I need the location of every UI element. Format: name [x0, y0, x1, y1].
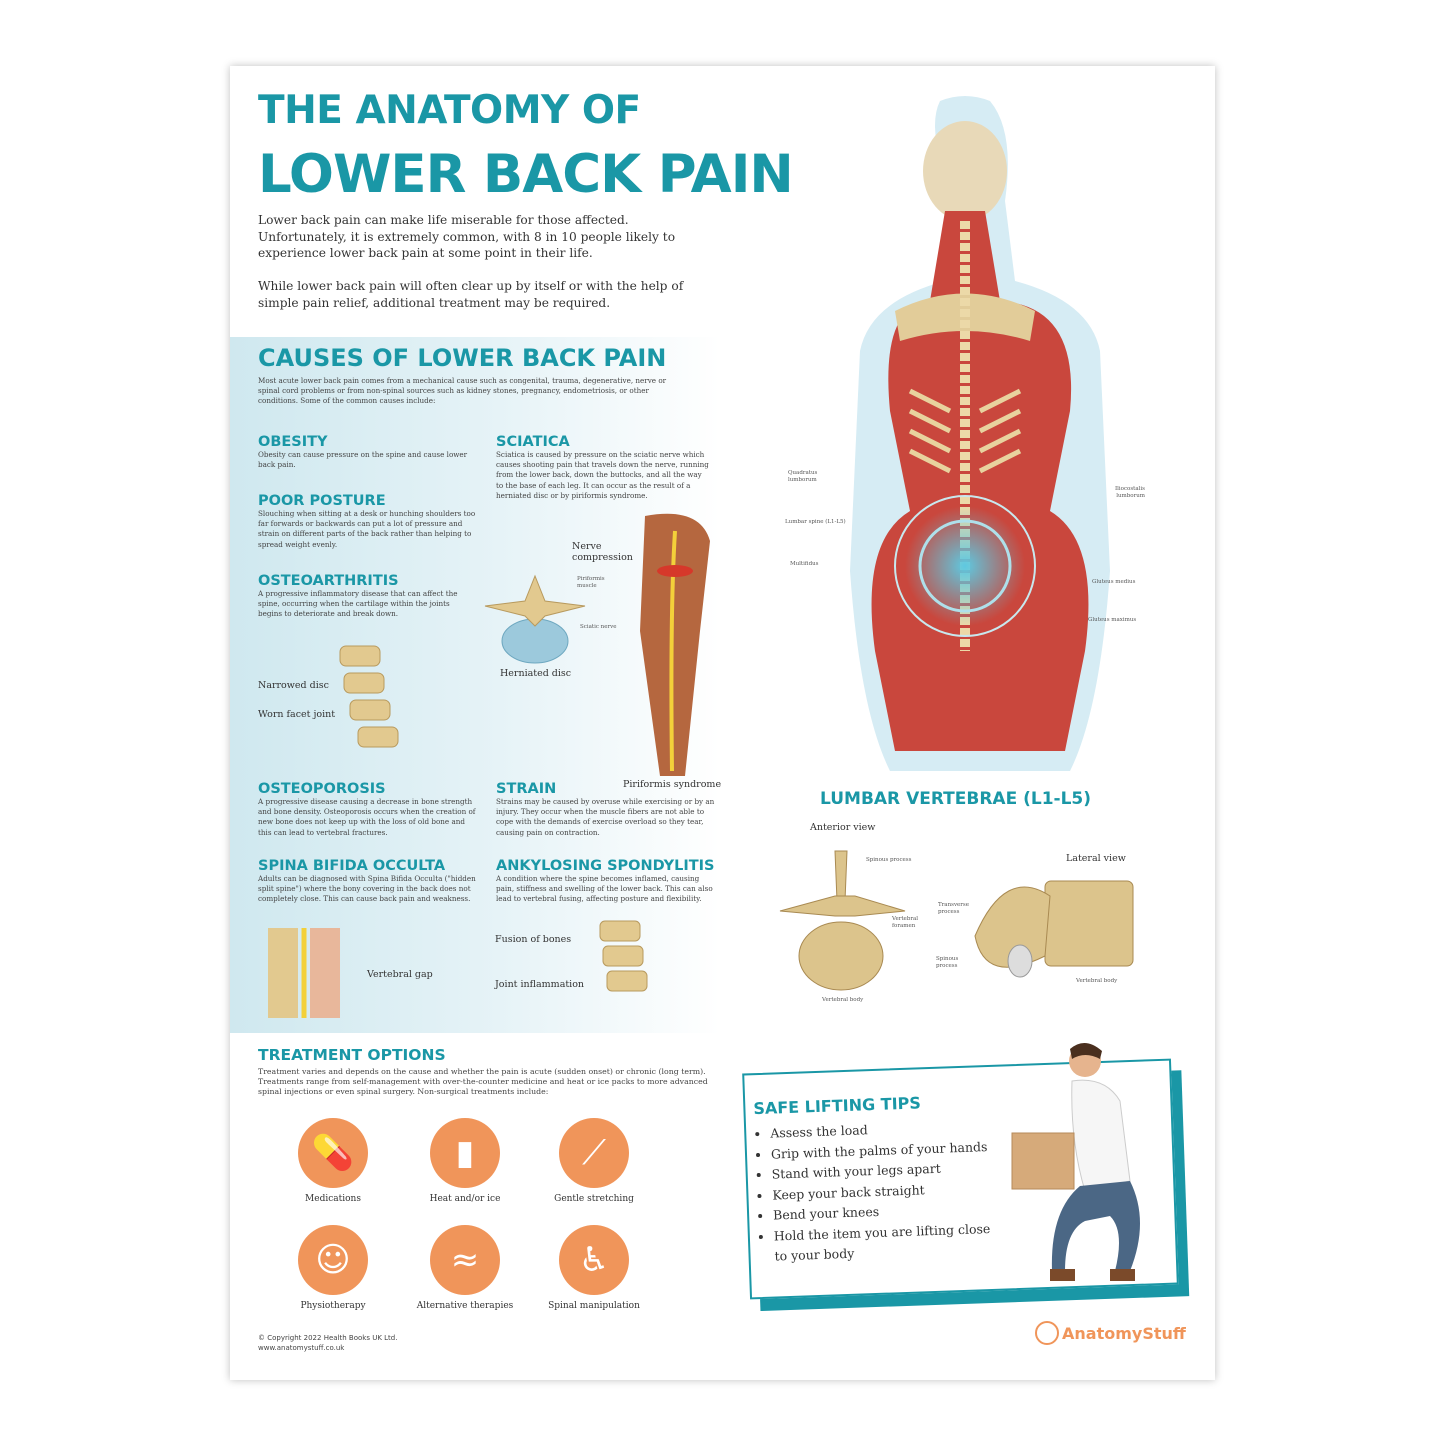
physiotherapy-icon: ☺: [298, 1225, 368, 1295]
label-gluteus-medius: Gluteus medius: [1092, 579, 1136, 585]
cause-text: Obesity can cause pressure on the spine …: [258, 450, 468, 470]
treatment-physiotherapy: ☺ Physiotherapy: [263, 1225, 403, 1311]
label-sciatic-nerve: Sciatic nerve: [580, 624, 617, 630]
spinal-manipulation-icon: ♿: [559, 1225, 629, 1295]
intro-paragraph-1: Lower back pain can make life miserable …: [258, 213, 676, 260]
intro-paragraph-2: While lower back pain will often clear u…: [258, 279, 684, 310]
hot-water-bottle-icon: ▮: [430, 1118, 500, 1188]
treatment-stretching: ⟋ Gentle stretching: [524, 1118, 664, 1204]
label-vertebral-body-lateral: Vertebral body: [1076, 978, 1118, 984]
lifting-person-illustration: [1011, 1042, 1140, 1281]
cause-osteoarthritis: OSTEOARTHRITIS A progressive inflammator…: [258, 573, 473, 620]
cause-text: A progressive inflammatory disease that …: [258, 589, 458, 619]
cause-text: Adults can be diagnosed with Spina Bifid…: [258, 874, 476, 904]
option-label: Alternative therapies: [416, 1301, 514, 1311]
cause-obesity: OBESITY Obesity can cause pressure on th…: [258, 434, 473, 470]
option-label: Heat and/or ice: [429, 1194, 501, 1204]
option-label: Spinal manipulation: [548, 1301, 640, 1311]
label-narrowed-disc: Narrowed disc: [258, 680, 329, 691]
stretching-icon: ⟋: [559, 1118, 629, 1188]
cause-strain: STRAIN Strains may be caused by overuse …: [496, 781, 716, 838]
cause-spina-bifida: SPINA BIFIDA OCCULTA Adults can be diagn…: [258, 858, 478, 905]
cause-title: OSTEOARTHRITIS: [258, 573, 399, 589]
label-quadratus: Quadratus lumborum: [788, 470, 818, 483]
causes-panel: [230, 337, 720, 1033]
vertebra-lateral-illustration: [974, 880, 1134, 978]
anterior-view-label: Anterior view: [810, 822, 876, 833]
massage-icon: ≈: [430, 1225, 500, 1295]
cause-title: POOR POSTURE: [258, 493, 386, 509]
cause-title: OSTEOPOROSIS: [258, 781, 386, 797]
treatment-heading: TREATMENT OPTIONS: [258, 1046, 446, 1064]
cause-text: Slouching when sitting at a desk or hunc…: [258, 509, 476, 549]
herniated-disc-illustration: [484, 574, 586, 664]
label-vertebral-gap: Vertebral gap: [367, 969, 433, 980]
label-joint-inflammation: Joint inflammation: [495, 979, 585, 990]
label-worn-facet-joint: Worn facet joint: [258, 709, 336, 720]
treatment-spinal-manipulation: ♿ Spinal manipulation: [524, 1225, 664, 1311]
label-iliocostalis: Iliocostalis lumborum: [1114, 486, 1145, 499]
cause-text: A condition where the spine becomes infl…: [496, 874, 713, 904]
cause-sciatica: SCIATICA Sciatica is caused by pressure …: [496, 434, 711, 501]
cause-poor-posture: POOR POSTURE Slouching when sitting at a…: [258, 493, 483, 550]
lumbar-heading: LUMBAR VERTEBRAE (L1-L5): [820, 789, 1092, 809]
label-spinous-process-anterior: Spinous process: [866, 857, 912, 863]
logo-icon: [1035, 1321, 1059, 1345]
poster: THE ANATOMY OF LOWER BACK PAIN Lower bac…: [230, 66, 1215, 1380]
label-piriformis-syndrome: Piriformis syndrome: [623, 779, 722, 790]
label-multifidus: Multifidus: [790, 561, 819, 567]
cause-osteoporosis: OSTEOPOROSIS A progressive disease causi…: [258, 781, 478, 838]
cause-ankylosing-spondylitis: ANKYLOSING SPONDYLITIS A condition where…: [496, 858, 718, 905]
back-muscle-illustration: [850, 96, 1110, 771]
osteoarthritis-spine-illustration: [339, 645, 399, 748]
spina-bifida-illustration: [268, 928, 340, 1018]
cause-title: SPINA BIFIDA OCCULTA: [258, 858, 446, 874]
piriformis-leg-illustration: [640, 513, 710, 776]
lateral-view-label: Lateral view: [1066, 853, 1126, 864]
cause-title: OBESITY: [258, 434, 328, 450]
logo-text: AnatomyStuff: [1062, 1323, 1186, 1343]
label-spinous-process-lateral: Spinous process: [936, 956, 959, 969]
label-fusion-of-bones: Fusion of bones: [495, 934, 572, 945]
website-link[interactable]: www.anatomystuff.co.uk: [258, 1344, 345, 1352]
label-vertebral-foramen: Vertebral foramen: [892, 916, 919, 929]
vertebra-anterior-illustration: [779, 850, 906, 991]
cause-title: SCIATICA: [496, 434, 570, 450]
cause-title: STRAIN: [496, 781, 557, 797]
label-transverse-process: Transverse process: [938, 902, 970, 915]
label-lumbar-spine: Lumbar spine (L1-L5): [785, 519, 846, 525]
label-gluteus-maximus: Gluteus maximus: [1088, 617, 1137, 623]
option-label: Gentle stretching: [554, 1194, 634, 1204]
tip: Hold the item you are lifting close to y…: [774, 1218, 995, 1267]
cause-text: Sciatica is caused by pressure on the sc…: [496, 450, 709, 500]
label-herniated-disc: Herniated disc: [500, 668, 572, 679]
causes-intro: Most acute lower back pain comes from a …: [258, 376, 667, 406]
treatment-alternative: ≈ Alternative therapies: [395, 1225, 535, 1311]
treatment-text: Treatment varies and depends on the caus…: [258, 1067, 708, 1097]
treatment-medications: 💊 Medications: [263, 1118, 403, 1204]
pills-icon: 💊: [298, 1118, 368, 1188]
ankylosing-spine-illustration: [599, 920, 648, 992]
cause-text: A progressive disease causing a decrease…: [258, 797, 476, 837]
title-line-1: THE ANATOMY OF: [258, 88, 641, 133]
cause-text: Strains may be caused by overuse while e…: [496, 797, 715, 837]
treatment-heat-ice: ▮ Heat and/or ice: [395, 1118, 535, 1204]
footer-copyright: © Copyright 2022 Health Books UK Ltd. ww…: [258, 1333, 397, 1353]
label-vertebral-body-anterior: Vertebral body: [822, 997, 864, 1003]
option-label: Physiotherapy: [300, 1301, 366, 1311]
title-line-2: LOWER BACK PAIN: [258, 144, 794, 205]
copyright-text: © Copyright 2022 Health Books UK Ltd.: [258, 1334, 398, 1342]
option-label: Medications: [305, 1194, 361, 1204]
label-piriformis-muscle: Piriformis muscle: [577, 576, 605, 589]
causes-heading: CAUSES OF LOWER BACK PAIN: [258, 344, 667, 372]
label-nerve-compression: Nerve compression: [572, 541, 633, 563]
cause-title: ANKYLOSING SPONDYLITIS: [496, 858, 715, 874]
anatomystuff-logo: AnatomyStuff: [1035, 1321, 1186, 1345]
